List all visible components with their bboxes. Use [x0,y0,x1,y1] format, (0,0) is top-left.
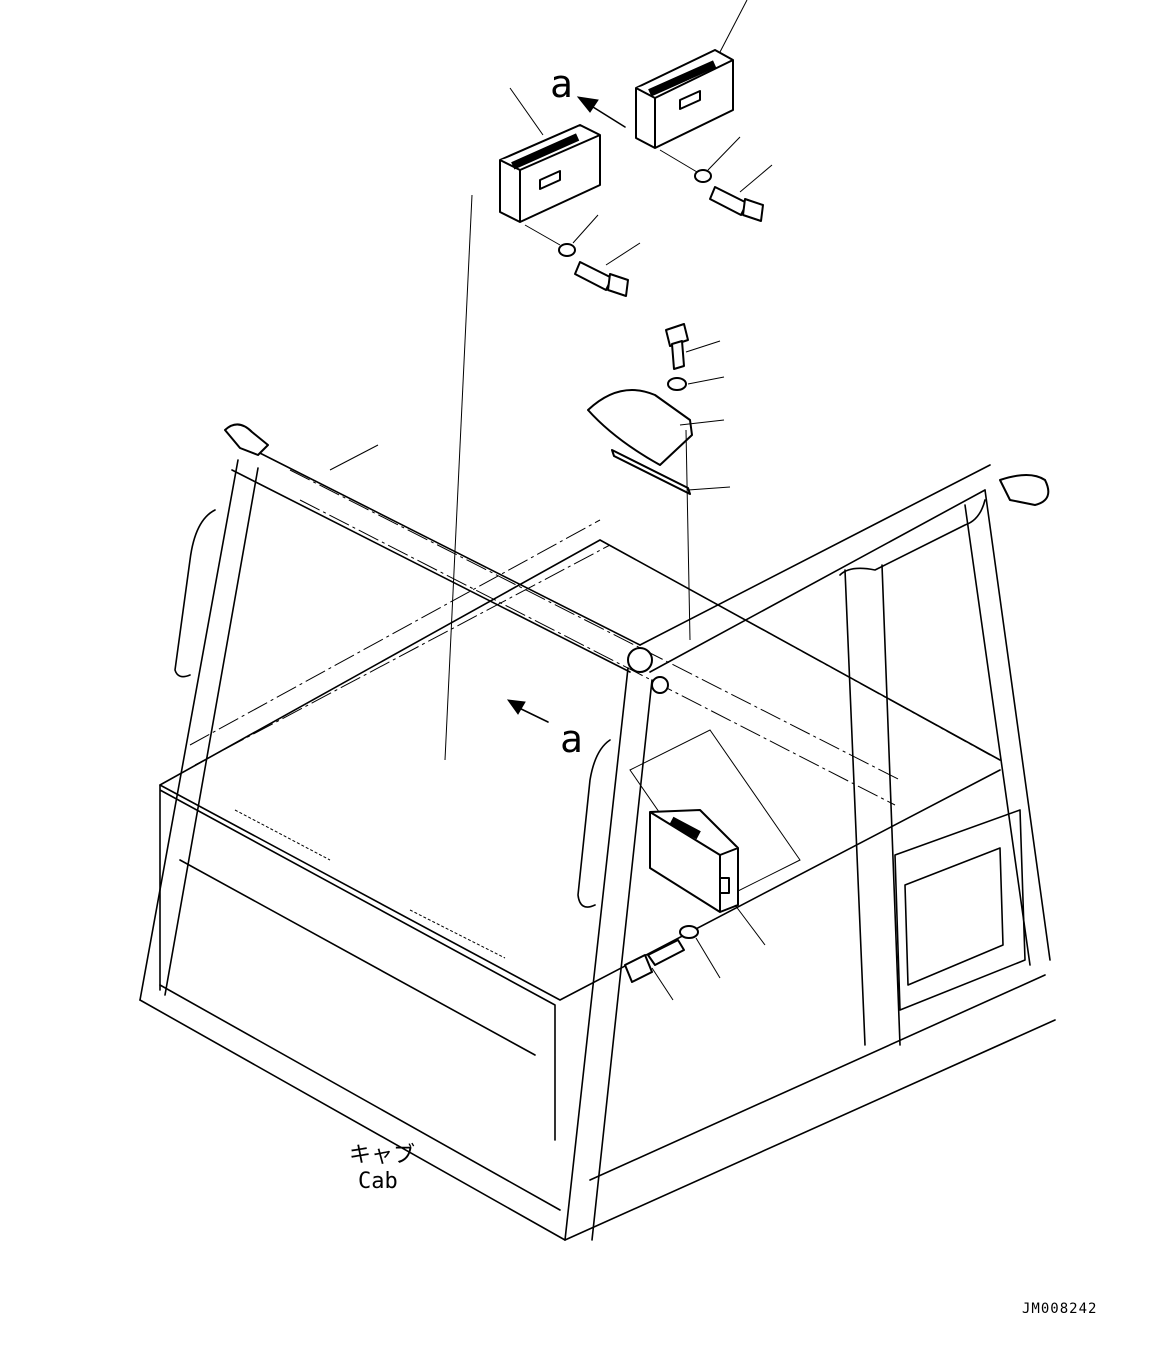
cab-front-handrail [577,739,611,908]
controller-upper-right [635,49,734,149]
leader-lines [329,0,773,1001]
leader-bolt-cover [685,340,721,353]
locator-line [444,194,473,761]
view-label-bottom: a [560,717,583,761]
leader-washer-upper-left [572,214,599,244]
controller-lower-body [649,809,739,913]
washer-upper-right [694,169,712,183]
cab-frame [139,423,1056,1241]
cab-vent-strip-2 [409,909,506,959]
cab-lower-panel [159,784,556,1141]
view-label-top: a [550,62,573,106]
cab-top-junction [627,647,653,673]
cab-inner-rails [189,469,991,806]
axis-line-upper-right [659,149,698,173]
axis-line-upper-left [524,224,561,246]
leader-controller-upper-right [719,0,748,53]
cover-plate [587,389,693,466]
cab-bottom-front-rail [564,974,1056,1241]
cab-right-inner-post [844,564,901,1046]
cab-junction-boss [651,676,669,694]
leader-bolt-upper-right [739,164,773,193]
cab-left-rear-post [139,459,259,1001]
axis-line-cover [685,429,691,641]
controller-lower-connector [669,816,701,840]
view-arrow-bottom [506,699,549,723]
leader-bolt-lower [651,967,674,1001]
leader-controller-upper-left [509,87,544,136]
cab-lift-hook-right [999,474,1050,506]
cab-vent-strip-1 [234,809,331,861]
leader-cab [329,444,379,471]
leader-cover-plate [679,419,725,426]
cab-top-rear-beam [231,441,641,673]
controller-lower-port [719,877,730,894]
cab-mid-deck [159,539,1001,1001]
bolt-upper-right [709,186,764,222]
bolt-cover [665,323,689,370]
controller-upper-left-body [499,124,601,223]
controller-upper-right-connector [648,60,717,97]
cab-bottom-left-rail [139,984,566,1241]
leader-controller-lower [734,904,766,946]
controller-upper-left [499,124,601,223]
cab-label-japanese: キャブ [349,1143,415,1168]
bracket-strip [611,449,691,495]
washer-upper-left [558,243,576,257]
controller-upper-left-connector [511,133,580,170]
leader-washer-upper-right [707,136,741,171]
bolt-lower [624,939,685,983]
washer-cover [667,377,687,391]
controller-lower [649,809,739,913]
cab-right-window [894,809,1026,1011]
cab-label-english: Cab [358,1169,398,1194]
leader-bracket-strip [687,486,731,491]
leader-bolt-upper-left [605,242,641,266]
leader-washer-cover [687,376,725,385]
cab-right-handrail [839,499,986,576]
washer-lower [679,925,699,939]
cab-front-post [564,667,653,1241]
view-arrow-top [576,96,626,128]
controller-upper-right-label [679,90,701,110]
cab-right-post [964,489,1051,966]
drawing-code: JM008242 [1022,1301,1097,1317]
bolt-upper-left [574,261,629,297]
controller-upper-left-label [539,170,561,190]
cab-lift-hook-left [224,423,269,456]
cab-left-handrail [174,509,216,678]
cab-top-right-beam [639,464,991,673]
leader-washer-lower [695,937,721,979]
